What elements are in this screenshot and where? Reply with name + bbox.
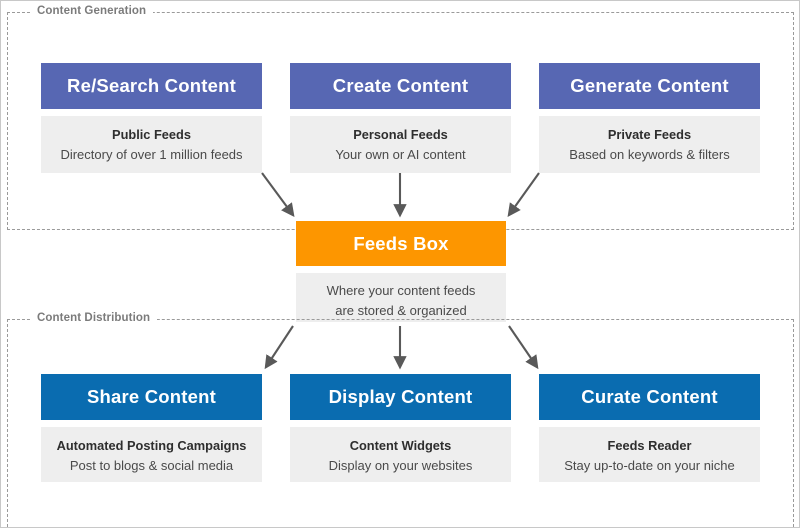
card-create-content-heading: Create Content	[290, 63, 511, 109]
card-display-content-body-title: Content Widgets	[349, 438, 452, 453]
card-share-content[interactable]: Share Content Automated Posting Campaign…	[41, 374, 262, 482]
card-feeds-box[interactable]: Feeds Box Where your content feeds are s…	[296, 221, 506, 322]
card-create-content-body-sub: Your own or AI content	[335, 146, 466, 162]
card-feeds-box-body: Where your content feeds are stored & or…	[296, 273, 506, 322]
card-curate-content-body-title: Feeds Reader	[607, 438, 692, 453]
card-curate-content[interactable]: Curate Content Feeds Reader Stay up-to-d…	[539, 374, 760, 482]
card-create-content-body-title: Personal Feeds	[353, 127, 448, 142]
card-create-content[interactable]: Create Content Personal Feeds Your own o…	[290, 63, 511, 173]
card-curate-content-heading: Curate Content	[539, 374, 760, 420]
card-share-content-body-title: Automated Posting Campaigns	[56, 438, 247, 453]
card-research-content-heading: Re/Search Content	[41, 63, 262, 109]
group-content-distribution: Content Distribution	[7, 312, 794, 528]
card-feeds-box-body-line2: are stored & organized	[335, 302, 467, 318]
group-label-content-distribution: Content Distribution	[30, 312, 158, 324]
card-generate-content-body: Private Feeds Based on keywords & filter…	[539, 116, 760, 173]
card-feeds-box-body-line1: Where your content feeds	[326, 283, 476, 298]
card-generate-content[interactable]: Generate Content Private Feeds Based on …	[539, 63, 760, 173]
card-research-content-body: Public Feeds Directory of over 1 million…	[41, 116, 262, 173]
card-generate-content-body-sub: Based on keywords & filters	[569, 146, 730, 162]
card-share-content-heading: Share Content	[41, 374, 262, 420]
card-display-content-heading: Display Content	[290, 374, 511, 420]
card-research-content-body-sub: Directory of over 1 million feeds	[60, 146, 243, 162]
card-research-content-body-title: Public Feeds	[112, 127, 191, 142]
card-curate-content-body-sub: Stay up-to-date on your niche	[564, 457, 735, 473]
group-label-content-generation: Content Generation	[30, 5, 154, 17]
card-display-content-body: Content Widgets Display on your websites	[290, 427, 511, 482]
card-create-content-body: Personal Feeds Your own or AI content	[290, 116, 511, 173]
card-research-content[interactable]: Re/Search Content Public Feeds Directory…	[41, 63, 262, 173]
card-share-content-body-sub: Post to blogs & social media	[69, 457, 234, 473]
card-feeds-box-heading: Feeds Box	[296, 221, 506, 266]
card-curate-content-body: Feeds Reader Stay up-to-date on your nic…	[539, 427, 760, 482]
card-generate-content-heading: Generate Content	[539, 63, 760, 109]
card-display-content-body-sub: Display on your websites	[328, 457, 473, 473]
card-share-content-body: Automated Posting Campaigns Post to blog…	[41, 427, 262, 482]
card-generate-content-body-title: Private Feeds	[607, 127, 692, 142]
card-display-content[interactable]: Display Content Content Widgets Display …	[290, 374, 511, 482]
